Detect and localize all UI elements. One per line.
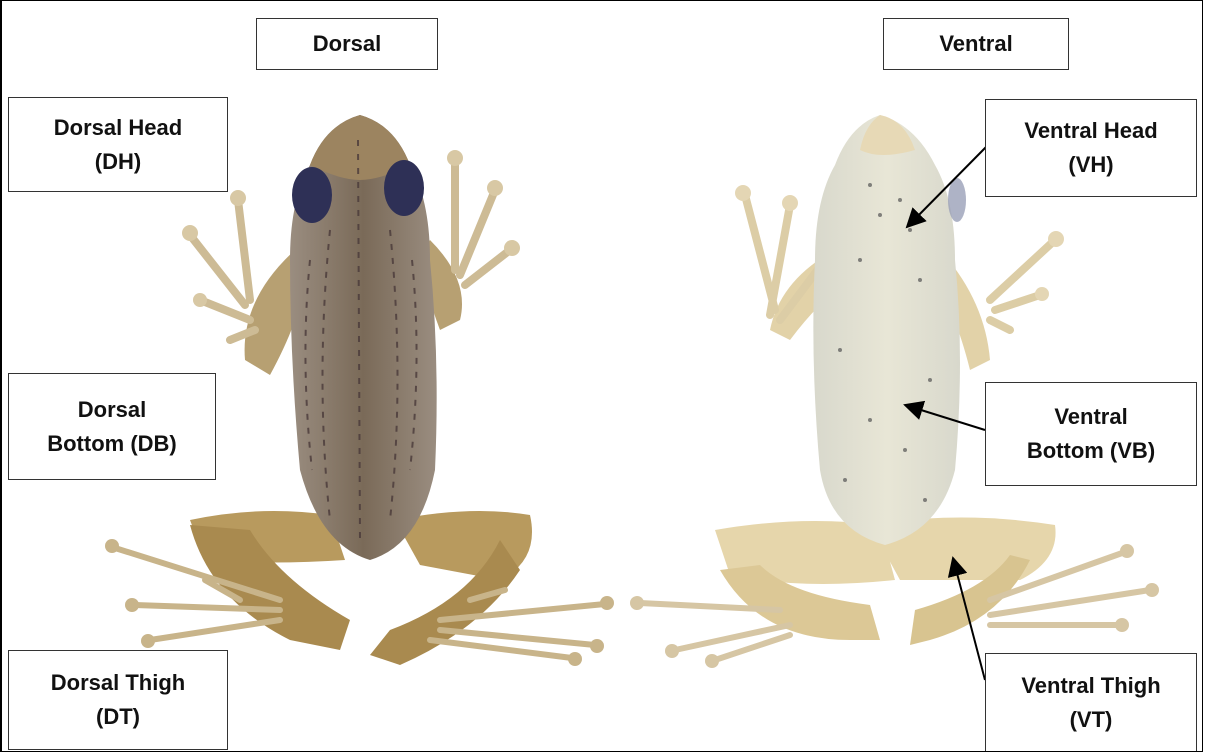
label-ventral-bottom: Ventral Bottom (VB) bbox=[985, 382, 1197, 486]
ventral-body bbox=[813, 115, 960, 545]
dorsal-view-header: Dorsal bbox=[256, 18, 438, 70]
label-dorsal-thigh: Dorsal Thigh (DT) bbox=[8, 650, 228, 750]
ventral-eye bbox=[948, 178, 966, 222]
label-dorsal-head: Dorsal Head (DH) bbox=[8, 97, 228, 192]
label-dorsal-bottom: Dorsal Bottom (DB) bbox=[8, 373, 216, 480]
dorsal-right-eye bbox=[384, 160, 424, 216]
dorsal-left-eye bbox=[292, 167, 332, 223]
label-ventral-head: Ventral Head (VH) bbox=[985, 99, 1197, 197]
label-ventral-thigh: Ventral Thigh (VT) bbox=[985, 653, 1197, 752]
ventral-view-header: Ventral bbox=[883, 18, 1069, 70]
